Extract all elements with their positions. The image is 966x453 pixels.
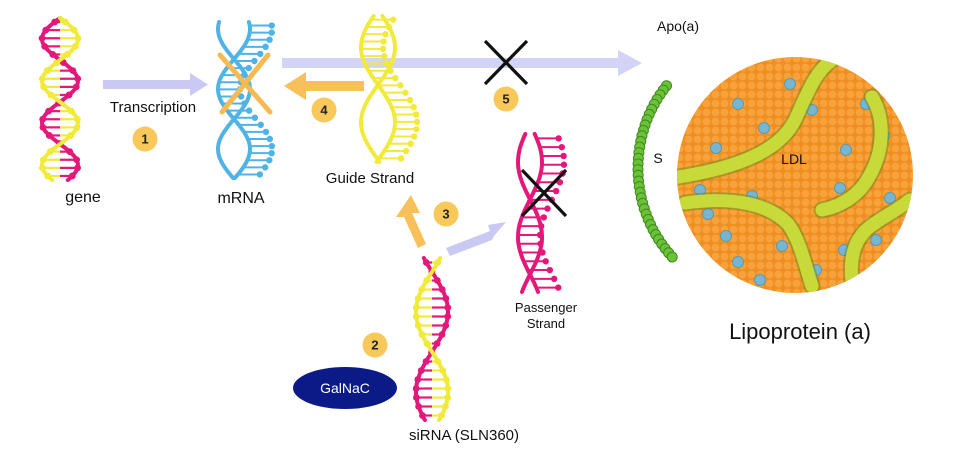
- svg-text:2: 2: [371, 338, 378, 353]
- galnac-ellipse: GalNaC: [293, 367, 397, 409]
- svg-text:4: 4: [320, 103, 328, 118]
- mrna-strand: [215, 20, 276, 180]
- apoa-bead-chain: [632, 80, 678, 263]
- step-badge-4: 4: [311, 97, 337, 123]
- lipoprotein-particle: [677, 57, 913, 293]
- mrna-cleavage-x-icon: [217, 52, 273, 115]
- ldl-label: LDL: [781, 151, 807, 167]
- step-badge-3: 3: [433, 201, 459, 227]
- arrow-mrna-to-apoa: [282, 50, 642, 76]
- arrow-sirna-to-guide: [396, 195, 426, 248]
- sirna-label: siRNA (SLN360): [409, 427, 519, 444]
- arrow-transcription: [103, 73, 208, 96]
- step-badge-1: 1: [132, 126, 158, 152]
- transcription-label: Transcription: [110, 99, 196, 116]
- gene-dna-helix: [38, 16, 82, 182]
- arrow-sirna-to-passenger: [446, 222, 506, 256]
- s-label: S: [653, 150, 662, 166]
- gene-label: gene: [65, 189, 101, 206]
- passenger-strand-helix: [516, 132, 568, 294]
- guide-strand-label: Guide Strand: [326, 170, 414, 187]
- svg-text:1: 1: [141, 132, 148, 147]
- ldl-protein-bands: [677, 57, 913, 293]
- lipoprotein-label: Lipoprotein (a): [729, 319, 871, 344]
- mrna-label: mRNA: [217, 190, 264, 207]
- passenger-degraded-x-icon: [520, 168, 568, 218]
- arrow-guide-to-mrna: [284, 72, 364, 100]
- passenger-strand-label-line1: Passenger: [515, 300, 578, 315]
- blocked-x-icon: [483, 39, 529, 86]
- svg-text:5: 5: [502, 92, 509, 107]
- step-badge-5: 5: [493, 86, 519, 112]
- apoa-label: Apo(a): [657, 18, 699, 34]
- step-badge-2: 2: [362, 332, 388, 358]
- svg-text:3: 3: [442, 207, 449, 222]
- guide-strand-helix: [359, 14, 421, 164]
- passenger-strand-label-line2: Strand: [527, 316, 565, 331]
- galnac-label: GalNaC: [320, 380, 370, 396]
- sirna-helix: [412, 256, 452, 422]
